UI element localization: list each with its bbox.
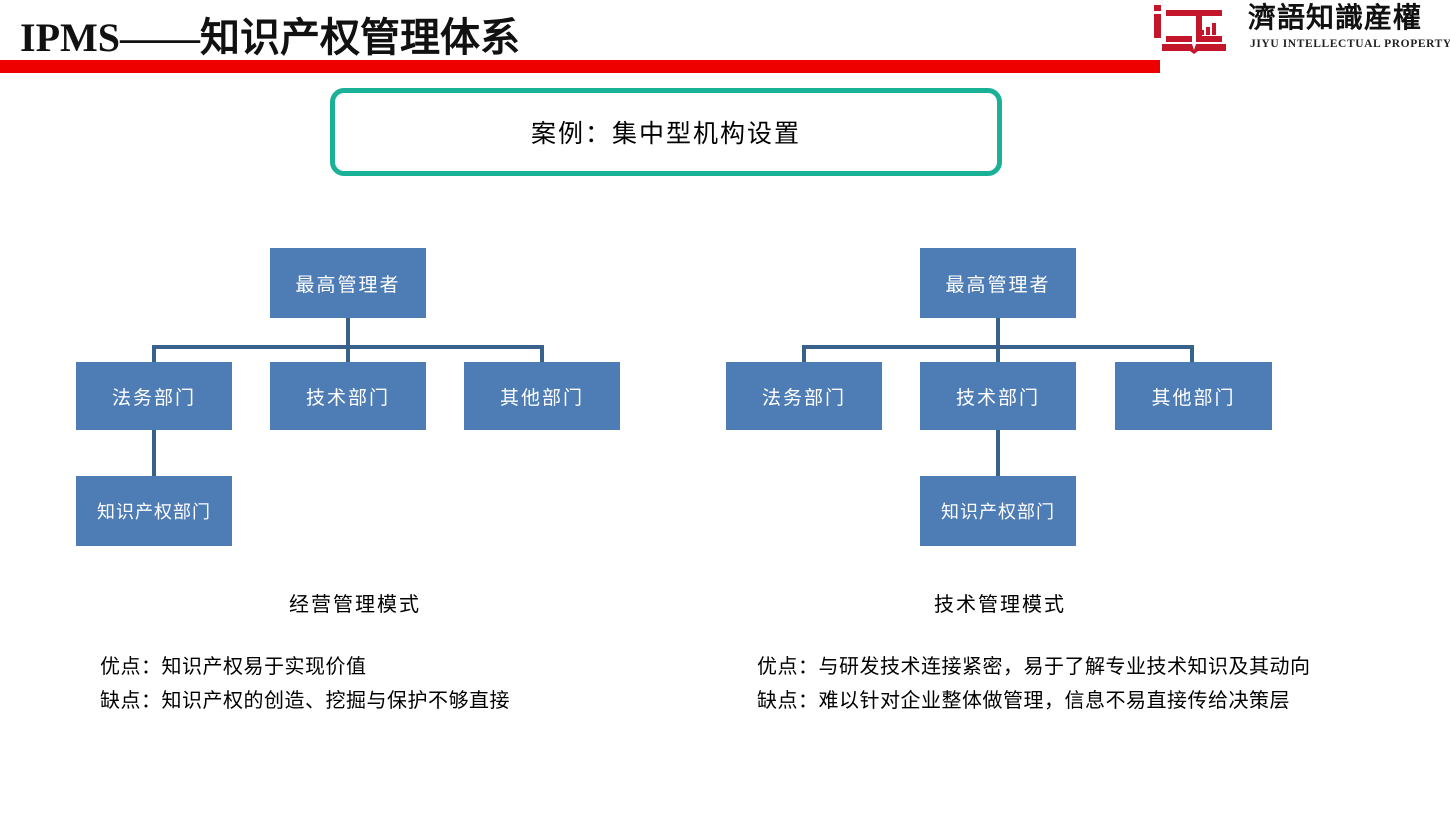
page-title: IPMS——知识产权管理体系: [20, 15, 520, 60]
notes-advantage-right: 优点：与研发技术连接紧密，易于了解专业技术知识及其动向: [757, 656, 1311, 678]
node-other-dept-right[interactable]: 其他部门: [1115, 362, 1272, 430]
notes-disadvantage-right: 缺点：难以针对企业整体做管理，信息不易直接传给决策层: [757, 690, 1290, 712]
header-red-rule: [0, 60, 1160, 73]
node-legal-dept-right[interactable]: 法务部门: [726, 362, 882, 430]
notes-disadvantage-left: 缺点：知识产权的创造、挖掘与保护不够直接: [100, 690, 510, 712]
notes-advantage-left: 优点：知识产权易于实现价值: [100, 656, 367, 678]
connector-top-vertical-left: [346, 318, 350, 348]
brand-logo: 濟語知識産權 JIYU INTELLECTUAL PROPERTY: [1144, 2, 1450, 58]
node-other-dept-left[interactable]: 其他部门: [464, 362, 620, 430]
connector-top-vertical-right: [996, 318, 1000, 348]
connector-tech-to-ip-right: [996, 430, 1000, 476]
connector-legal-to-ip-left: [152, 430, 156, 476]
node-legal-dept-left[interactable]: 法务部门: [76, 362, 232, 430]
node-ip-dept-right[interactable]: 知识产权部门: [920, 476, 1076, 546]
node-ip-dept-left[interactable]: 知识产权部门: [76, 476, 232, 546]
connector-drop-other-left: [540, 345, 544, 363]
connector-drop-other-right: [1190, 345, 1194, 363]
case-banner-label: 案例：集中型机构设置: [530, 121, 801, 148]
connector-drop-legal-right: [802, 345, 806, 363]
node-tech-dept-left[interactable]: 技术部门: [270, 362, 426, 430]
case-banner: 案例：集中型机构设置: [330, 88, 1002, 176]
connector-drop-legal-left: [152, 345, 156, 363]
connector-drop-tech-left: [346, 345, 350, 363]
node-top-manager-left[interactable]: 最高管理者: [270, 248, 426, 318]
connector-drop-tech-right: [996, 345, 1000, 363]
caption-technology-management: 技术管理模式: [934, 594, 1066, 616]
logo-text-english: JIYU INTELLECTUAL PROPERTY: [1250, 38, 1450, 50]
caption-business-management: 经营管理模式: [289, 594, 421, 616]
node-tech-dept-right[interactable]: 技术部门: [920, 362, 1076, 430]
node-top-manager-right[interactable]: 最高管理者: [920, 248, 1076, 318]
open-book-bar-chart-logo-icon: [1154, 5, 1226, 54]
logo-text-chinese: 濟語知識産權: [1248, 3, 1423, 34]
